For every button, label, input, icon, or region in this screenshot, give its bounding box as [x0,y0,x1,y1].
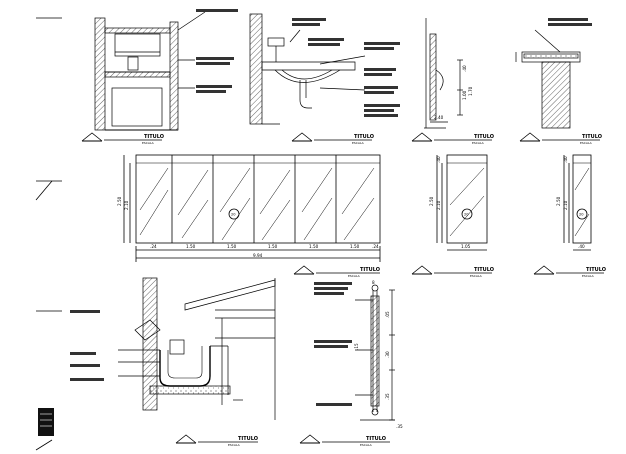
profile-dim-top: .40 [462,65,467,72]
title-block-title: TITULO [144,134,164,140]
title-block-scale: ESCALA [360,443,373,447]
panel-dim-7: .24 [372,244,379,249]
title-block: TITULO ESCALA [411,265,494,278]
title-block-title: TITULO [474,267,494,273]
title-block: TITULO ESCALA [299,434,390,447]
title-block-scale: ESCALA [228,443,241,447]
panel-tag: 20 [231,213,236,217]
sp1-height-outer: 2.50 [429,196,434,206]
small-panel-1 [436,154,488,251]
vsec-dim-4: .35 [385,393,390,400]
title-block: TITULO ESCALA [533,265,606,278]
sp1-top: .40 [436,156,441,163]
small-panel-2 [563,154,592,251]
detail-gutter-notes [70,310,104,381]
profile-dim-side: 1.70 [468,86,473,96]
small-panel-1-dims: 1.05 2.50 2.10 .40 20 [429,156,471,249]
vsec-dim-2: .30 [385,351,390,358]
sp1-tag: 20 [464,213,469,217]
left-margin-marks [35,17,62,451]
detail-countertop-notes [548,18,592,26]
title-block-title: TITULO [238,436,258,442]
title-block-scale: ESCALA [582,274,595,278]
title-block: TITULO ESCALA [293,265,380,278]
sp2-height-outer: 2.50 [556,196,561,206]
title-block-scale: ESCALA [472,141,485,145]
panel-dim-1: .24 [150,244,157,249]
panel-dim-height-inner: 2.10 [124,200,129,210]
panel-dim-3: 1.50 [227,244,237,249]
panel-dim-2: 1.50 [186,244,196,249]
panel-dim-4: 1.50 [268,244,278,249]
title-block: TITULO ESCALA [519,132,602,145]
detail-cabinet-notes [196,9,238,93]
detail-vertical-dims: 8 .05 .30 .15 .35 .35 [354,280,403,429]
detail-cabinet-section [94,11,206,131]
title-block: TITULO ESCALA [411,132,494,145]
panel-dim-height-outer: 2.50 [117,196,122,206]
detail-washbasin-notes [292,18,400,117]
title-block-scale: ESCALA [142,141,155,145]
title-block: TITULO ESCALA [81,132,164,145]
title-block-scale: ESCALA [348,274,361,278]
title-block-title: TITULO [354,134,374,140]
sp2-tag: 20 [579,213,584,217]
title-block: TITULO ESCALA [175,434,258,447]
detail-vertical-notes [314,282,352,406]
profile-dim-mid: 1.00 [462,90,467,100]
detail-countertop [515,29,581,129]
small-panel-2-dims: .40 2.50 2.10 .40 20 [556,156,585,249]
title-block-title: TITULO [474,134,494,140]
panel-elevation [123,154,381,262]
title-block: TITULO ESCALA [291,132,374,145]
panel-elevation-dims: .24 1.50 1.50 1.50 1.50 1.50 .24 9.94 2.… [117,196,379,258]
sp1-width: 1.05 [461,244,471,249]
title-block-scale: ESCALA [470,274,483,278]
sp2-height-inner: 2.10 [563,200,568,210]
vsec-dim-3: .15 [354,343,359,350]
title-block-scale: ESCALA [352,141,365,145]
panel-dim-5: 1.50 [309,244,319,249]
title-block-title: TITULO [366,436,386,442]
detail-washbasin-section [249,13,366,125]
detail-profile-dims: .40 1.00 1.70 2.40 [434,65,473,120]
vsec-dim-1: .05 [385,311,390,318]
sp1-height-inner: 2.10 [436,200,441,210]
detail-profile [424,18,463,129]
title-block-scale: ESCALA [580,141,593,145]
detail-vertical-section [355,284,395,421]
panel-dim-total: 9.94 [253,253,263,258]
vsec-top: 8 [372,280,375,285]
title-block-title: TITULO [360,267,380,273]
sp2-width: .40 [578,244,585,249]
cad-logo-block [38,408,54,436]
vsec-bottom: .35 [396,424,403,429]
panel-dim-6: 1.50 [350,244,360,249]
detail-gutter-section [118,277,276,420]
profile-dim-bottom: 2.40 [434,115,444,120]
sp2-top: .40 [563,156,568,163]
title-block-title: TITULO [582,134,602,140]
title-block-title: TITULO [586,267,606,273]
